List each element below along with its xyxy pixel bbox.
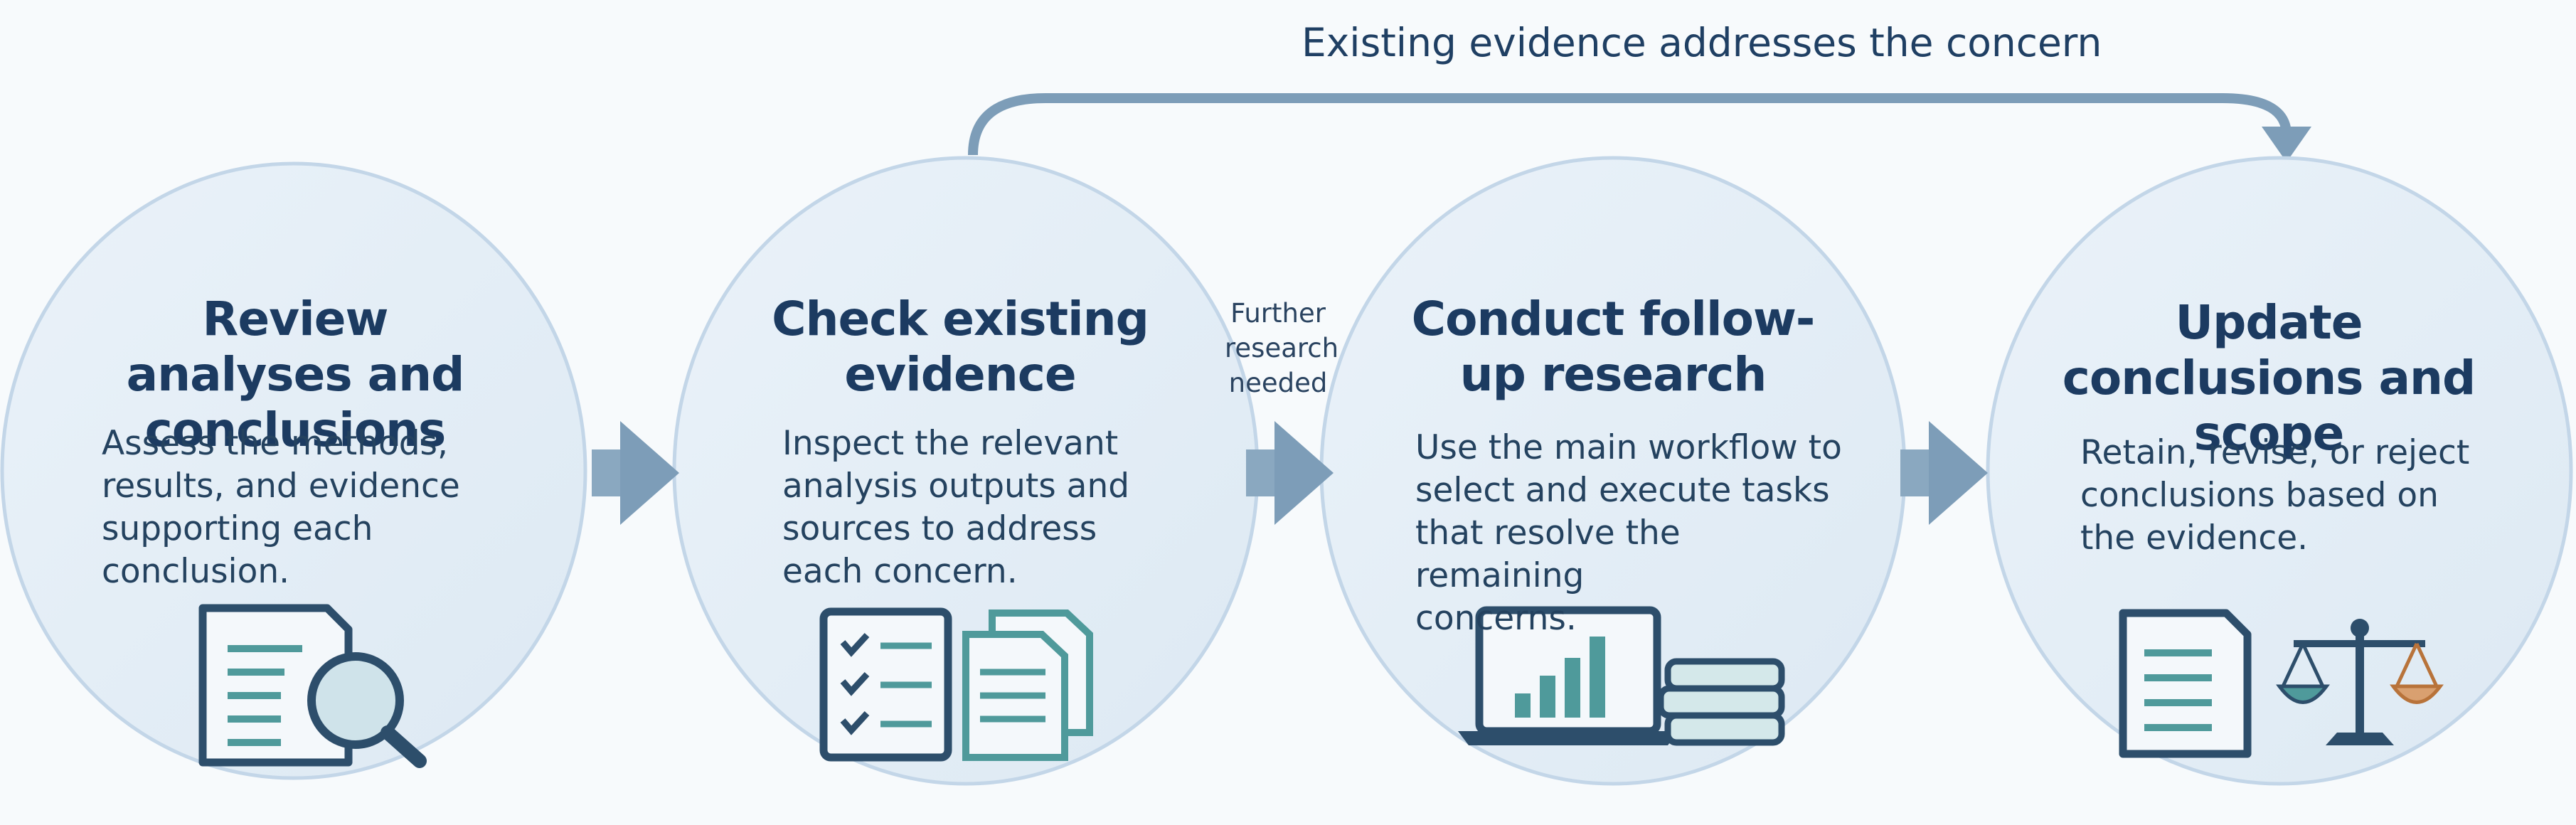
step-title-3: Conduct follow-up research bbox=[1411, 292, 1816, 402]
connector-arrow-2 bbox=[1246, 421, 1334, 525]
step-title-4: Update conclusions and scope bbox=[2062, 295, 2476, 461]
connector-arrow-3 bbox=[1900, 421, 1988, 525]
document-scales-icon bbox=[2119, 609, 2444, 758]
step-description-1: Assess the methods, results, and evidenc… bbox=[102, 424, 460, 591]
step-description-3: Use the main workflow to select and exec… bbox=[1415, 428, 1842, 638]
step-circle-1 bbox=[0, 161, 587, 780]
laptop-chart-books-icon bbox=[1458, 606, 1785, 746]
branch-label: Further research needed bbox=[1225, 298, 1339, 398]
checklist-documents-icon bbox=[819, 607, 1093, 762]
loop-arrow-head bbox=[2262, 127, 2311, 162]
step-description-2: Inspect the relevant analysis outputs an… bbox=[782, 424, 1130, 591]
step-title-1: Review analyses and conclusions bbox=[126, 292, 465, 457]
step-description-4: Retain, revise, or reject conclusions ba… bbox=[2080, 433, 2470, 558]
connector-arrow-1 bbox=[592, 421, 679, 525]
document-search-icon bbox=[198, 604, 427, 768]
loop-label: Existing evidence addresses the concern bbox=[1302, 20, 2102, 65]
loop-arrow bbox=[968, 93, 2292, 156]
step-title-2: Check existing evidence bbox=[772, 292, 1149, 402]
